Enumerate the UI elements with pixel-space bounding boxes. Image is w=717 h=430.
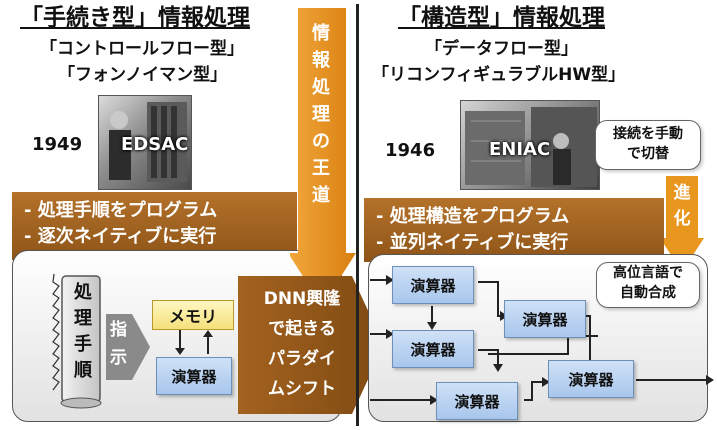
mainroad-char-5: の [312,131,330,152]
procedure-step-2: 理 [74,308,92,329]
right-bullet-1: - 処理構造をプログラム [376,206,570,227]
left-banner: - 処理手順をプログラム - 逐次ネイティブに実行 [12,192,297,260]
shift-line-1: DNN興隆 [263,289,341,309]
edsac-label: EDSAC [121,134,189,155]
procedure-step-4: 順 [74,360,92,381]
right-alu-box: 演算器 [548,360,634,398]
mainroad-char-6: 王 [312,158,330,179]
left-title: 「手続き型」情報処理 [20,5,250,31]
mainroad-char-4: 理 [312,104,330,125]
mainroad-char-2: 報 [312,50,330,71]
edsac-photo: EDSAC [98,95,192,190]
evolution-char-1: 進 [673,183,691,203]
right-title: 「構造型」情報処理 [398,5,605,31]
procedure-steps: 処 理 手 順 [66,280,100,384]
auto-synthesis-bubble: 高位言語で 自動合成 [596,262,700,308]
instruction-char-1: 指 [110,320,127,340]
paradigm-shift-arrow [238,276,384,414]
eniac-photo: ENIAC [460,100,600,190]
eniac-label: ENIAC [489,139,551,160]
procedure-step-3: 手 [74,334,92,355]
evolution-arrow [660,176,704,272]
instruction-char-2: 示 [110,348,127,368]
right-alu-box: 演算器 [392,266,474,304]
right-alu-box: 演算器 [392,330,474,368]
auto-synthesis-line-2: 自動合成 [620,285,676,301]
memory-alu-arrows [175,330,213,355]
mainroad-text: 情 報 処 理 の 王 道 [302,20,340,209]
shift-line-4: ムシフト [268,379,336,399]
mainroad-char-3: 処 [312,77,330,98]
eniac-photo-figure [465,107,597,187]
left-subtitle-control-flow: 「コントロールフロー型」 [40,39,244,59]
paradigm-shift-text: DNN興隆 で起きる パラダイ ムシフト [246,284,358,404]
shift-line-3: パラダイ [268,349,336,369]
right-banner: - 処理構造をプログラム - 並列ネイティブに実行 [364,198,664,262]
mainroad-arrow [290,8,356,306]
right-bullet-2: - 並列ネイティブに実行 [376,232,569,253]
right-subtitle-reconfigurable: 「リコンフィギュラブルHW型」 [372,65,626,85]
center-divider [356,4,359,426]
right-alu-box: 演算器 [436,382,518,420]
manual-switch-line-1: 接続を手動 [613,126,683,142]
mainroad-char-1: 情 [312,23,330,44]
auto-synthesis-line-1: 高位言語で [613,265,683,281]
left-year: 1949 [32,134,83,155]
memory-box: メモリ [152,300,234,330]
instruction-label: 指 示 [110,316,127,372]
manual-switch-bubble: 接続を手動 で切替 [595,120,701,170]
evolution-char-2: 化 [673,209,691,229]
instruction-arrow [106,314,150,380]
edsac-photo-figure [109,102,187,182]
left-bullet-2: - 逐次ネイティブに実行 [24,226,217,247]
mainroad-char-7: 道 [312,185,330,206]
procedure-scroll [52,273,102,409]
left-alu-box: 演算器 [156,357,232,395]
right-alu-box: 演算器 [504,300,586,338]
right-subtitle-dataflow: 「データフロー型」 [425,39,578,59]
evolution-text: 進 化 [667,180,697,232]
right-year: 1946 [385,140,436,161]
left-bullet-1: - 処理手順をプログラム [24,200,218,221]
shift-line-2: で起きる [268,319,336,339]
procedure-step-1: 処 [74,282,92,303]
manual-switch-line-2: で切替 [627,146,669,162]
left-subtitle-von-neumann: 「フォンノイマン型」 [58,65,228,85]
